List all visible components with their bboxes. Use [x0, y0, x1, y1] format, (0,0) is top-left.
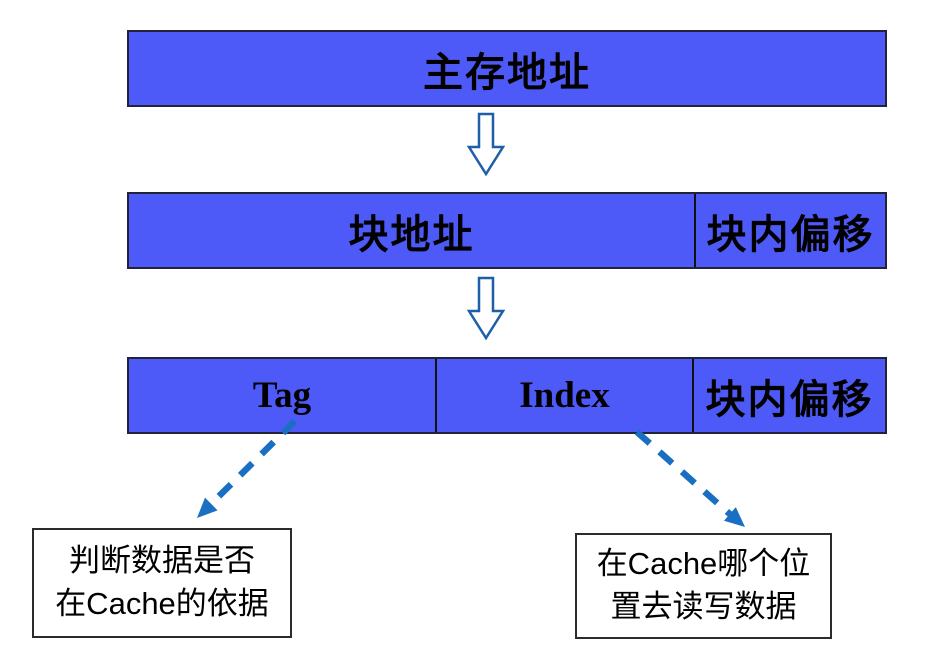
dashed-arrow-icon	[197, 418, 298, 518]
index-purpose-line1: 在Cache哪个位	[596, 546, 811, 582]
index-purpose-line2: 置去读写数据	[610, 589, 797, 624]
tag-purpose-line1: 判断数据是否	[69, 543, 255, 579]
index-purpose-callout: 在Cache哪个位 置去读写数据	[575, 533, 832, 639]
down-arrow-icon	[466, 112, 506, 177]
cache-address-fields-bar: Tag Index 块内偏移	[127, 357, 887, 434]
block-offset-label-2: 块内偏移	[692, 359, 885, 432]
main-memory-address-bar: 主存地址	[127, 30, 887, 107]
block-address-label: 块地址	[348, 211, 475, 257]
block-address-bar: 块地址 块内偏移	[127, 192, 887, 269]
dashed-arrow-icon	[634, 429, 745, 527]
down-arrow-icon	[466, 276, 506, 341]
index-field-label: Index	[435, 359, 692, 432]
main-memory-address-label: 主存地址	[423, 49, 591, 95]
tag-purpose-callout: 判断数据是否 在Cache的依据	[32, 528, 292, 638]
tag-purpose-line2: 在Cache的依据	[55, 586, 269, 621]
block-offset-label: 块内偏移	[694, 194, 885, 267]
tag-field-label: Tag	[252, 375, 312, 416]
